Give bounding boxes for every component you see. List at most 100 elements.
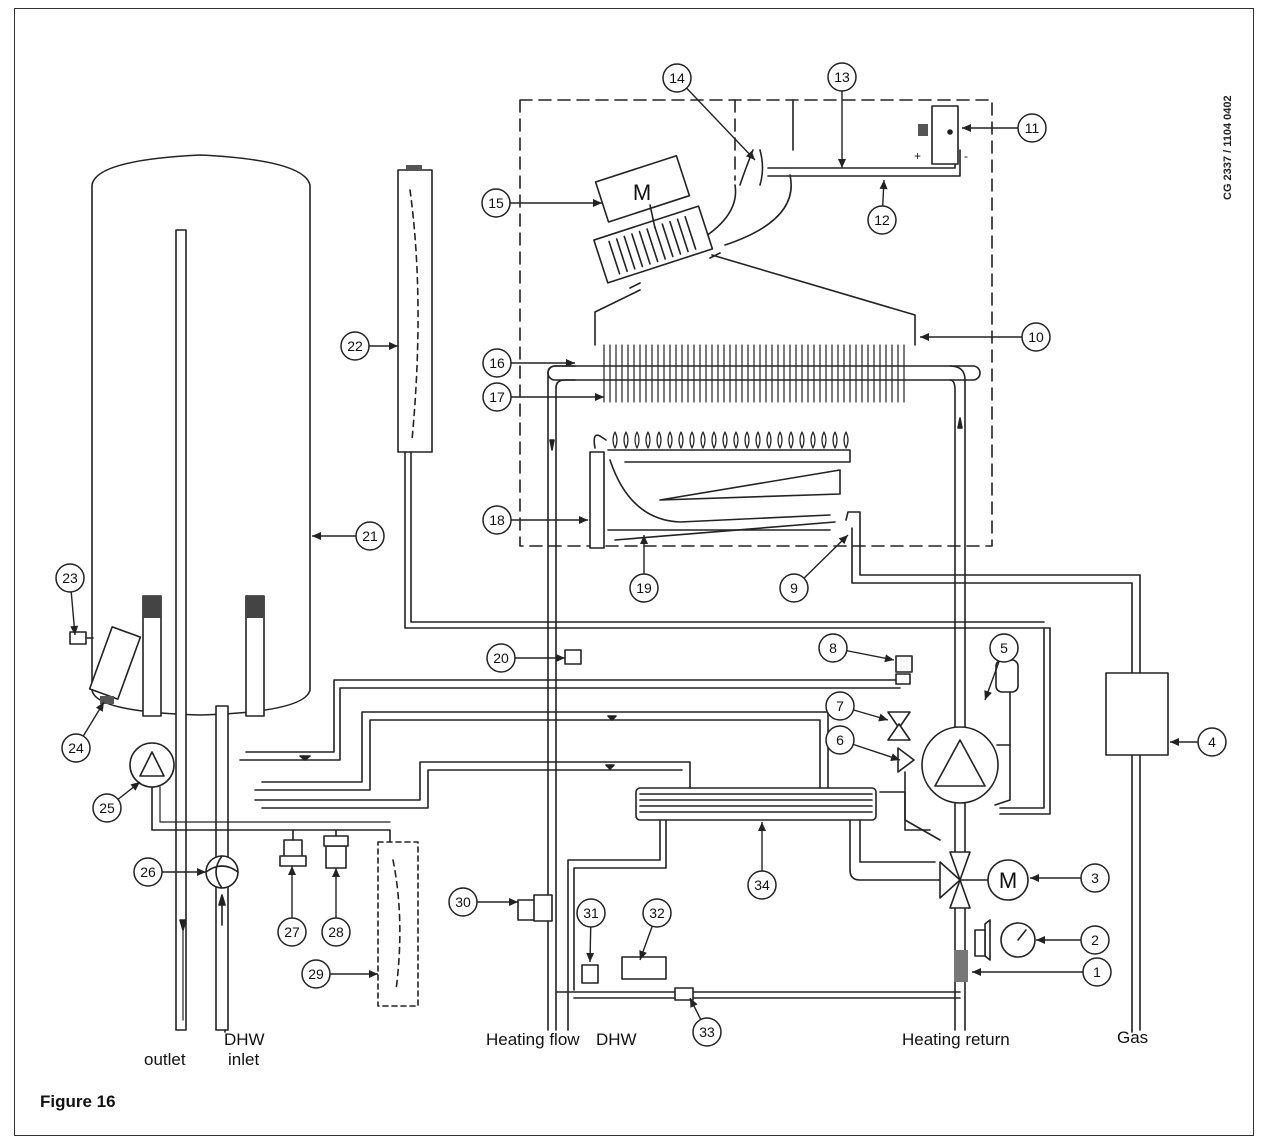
callout-number: 33 xyxy=(699,1024,715,1040)
callout-number: 21 xyxy=(362,528,378,544)
callout-19: 19 xyxy=(629,535,659,603)
callout-number: 13 xyxy=(834,69,850,85)
air-pressure-switch xyxy=(918,105,959,165)
cylinder-sensor-pocket-left xyxy=(142,595,162,717)
callout-24: 24 xyxy=(61,701,105,763)
callout-number: 19 xyxy=(636,580,652,596)
callout-number: 6 xyxy=(836,732,844,748)
callout-10: 10 xyxy=(920,322,1051,352)
cylinder-pump xyxy=(129,742,175,788)
callout-number: 28 xyxy=(328,924,344,940)
heating-expansion-vessel xyxy=(397,165,1051,629)
callout-number: 27 xyxy=(284,924,300,940)
gas-label: Gas xyxy=(1117,1028,1149,1047)
callout-26: 26 xyxy=(133,857,206,887)
callout-number: 9 xyxy=(790,580,798,596)
fan-motor-symbol: M xyxy=(633,180,651,205)
burner xyxy=(589,434,851,549)
callout-number: 18 xyxy=(489,512,505,528)
callout-number: 10 xyxy=(1028,329,1044,345)
callout-23: 23 xyxy=(55,563,85,636)
callout-number: 22 xyxy=(347,338,363,354)
callout-number: 2 xyxy=(1091,932,1099,948)
callout-16: 16 xyxy=(482,348,575,378)
hot-water-cylinder xyxy=(91,154,311,1031)
callout-7: 7 xyxy=(825,691,889,722)
fan-motor xyxy=(593,154,714,284)
callout-12: 12 xyxy=(867,179,897,235)
callout-11: 11 xyxy=(962,113,1047,143)
gas-injector xyxy=(845,511,1169,1031)
inlet-label: inlet xyxy=(228,1050,260,1069)
callout-31: 31 xyxy=(576,898,606,963)
callout-number: 17 xyxy=(489,389,505,405)
callout-9: 9 xyxy=(779,534,849,603)
callout-number: 11 xyxy=(1025,120,1040,136)
pressure-gauge xyxy=(974,919,1036,961)
callout-number: 15 xyxy=(488,195,504,211)
callout-number: 32 xyxy=(649,905,665,921)
callout-8: 8 xyxy=(818,633,895,663)
diverter-motor-symbol: M xyxy=(999,868,1017,893)
boiler-casing xyxy=(519,99,993,547)
callout-number: 31 xyxy=(583,905,599,921)
callout-number: 26 xyxy=(140,864,156,880)
heating-flow-dhw-label: DHW xyxy=(596,1030,637,1049)
callout-3: 3 xyxy=(1030,863,1110,893)
callout-17: 17 xyxy=(482,382,604,412)
cylinder-thermostat xyxy=(88,626,142,704)
callout-number: 7 xyxy=(836,698,844,714)
callout-13: 13 xyxy=(827,62,857,168)
heating-flow-label: Heating flow xyxy=(486,1030,580,1049)
cylinder-sensor-pocket-right xyxy=(245,595,265,717)
callout-4: 4 xyxy=(1170,727,1227,757)
callout-15: 15 xyxy=(481,188,602,218)
outlet-label: outlet xyxy=(144,1050,186,1069)
callout-32: 32 xyxy=(639,898,672,961)
callout-5: 5 xyxy=(984,633,1019,701)
heating-return-label: Heating return xyxy=(902,1030,1010,1049)
figure-caption: Figure 16 xyxy=(40,1092,116,1111)
callout-number: 3 xyxy=(1091,870,1099,886)
plate-heat-exchanger xyxy=(635,787,877,821)
callout-number: 12 xyxy=(874,212,890,228)
strainer-filter xyxy=(954,950,968,982)
pressure-relief-valve xyxy=(323,829,349,869)
callout-27: 27 xyxy=(277,866,307,947)
callout-34: 34 xyxy=(747,822,777,900)
polarity-minus: - xyxy=(964,149,968,163)
flow-sensor xyxy=(564,649,582,665)
burner-flames xyxy=(612,431,849,449)
callout-6: 6 xyxy=(825,725,901,761)
callout-number: 4 xyxy=(1208,734,1216,750)
callout-number: 34 xyxy=(754,877,770,893)
callout-number: 25 xyxy=(99,800,115,816)
callout-number: 23 xyxy=(62,570,78,586)
cylinder-return-pipe xyxy=(151,786,391,843)
callout-25: 25 xyxy=(92,781,141,823)
heating-return-pipe xyxy=(949,365,966,1031)
callout-number: 1 xyxy=(1093,964,1101,980)
callout-number: 20 xyxy=(493,650,509,666)
callout-29: 29 xyxy=(301,959,378,989)
safety-valve xyxy=(279,829,307,867)
callout-33: 33 xyxy=(689,997,722,1047)
callout-number: 5 xyxy=(1000,640,1008,656)
dhw-expansion-vessel xyxy=(377,841,419,1007)
callout-number: 16 xyxy=(489,355,505,371)
filling-loop xyxy=(517,894,961,1001)
heating-pump xyxy=(921,627,1051,815)
callout-numbers: 1234567891011121314151617181920212223242… xyxy=(55,62,1227,1047)
callout-number: 24 xyxy=(68,740,84,756)
callout-28: 28 xyxy=(321,868,351,947)
callout-20: 20 xyxy=(486,643,565,673)
polarity-plus: + xyxy=(914,149,921,163)
dhw-label: DHW xyxy=(224,1030,265,1049)
callout-18: 18 xyxy=(482,505,588,535)
callout-number: 29 xyxy=(308,966,324,982)
callout-number: 30 xyxy=(455,894,471,910)
callout-30: 30 xyxy=(448,887,518,917)
callout-22: 22 xyxy=(340,331,398,361)
callout-number: 8 xyxy=(829,640,837,656)
